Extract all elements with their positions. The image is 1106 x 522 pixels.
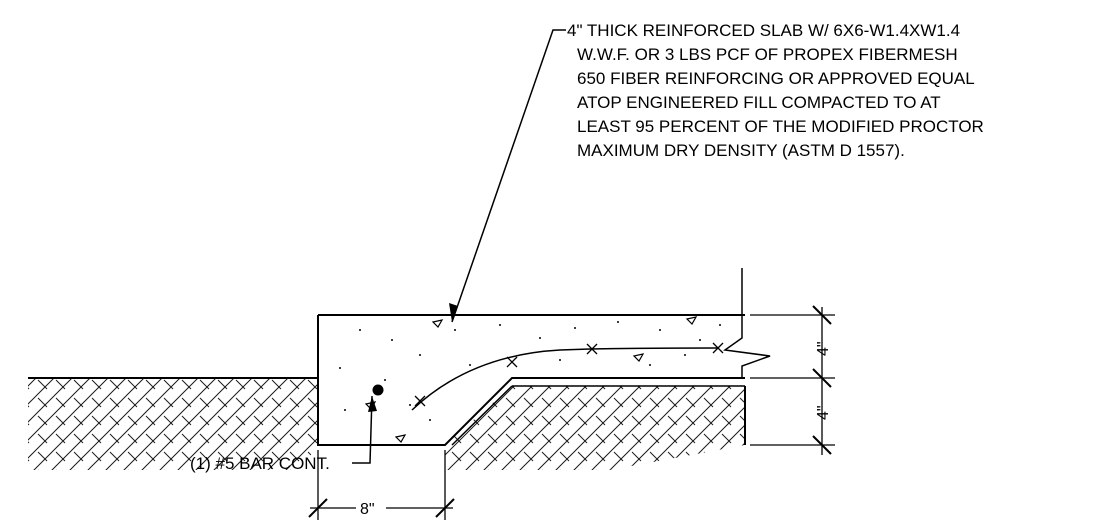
horizontal-dimension [308,450,455,520]
bar-callout-text: (1) #5 BAR CONT. [190,454,330,473]
compacted-fill-earth [445,386,745,470]
existing-grade-earth-left [28,377,318,470]
welded-wire-fabric [411,342,724,411]
slab-thickness-label: 4" [815,341,832,356]
thickened-depth-label: 4" [815,405,832,420]
slab-callout-text: 4" THICK REINFORCED SLAB W/ 6X6-W1.4XW1.… [567,21,989,160]
slab-callout-line: MAXIMUM DRY DENSITY (ASTM D 1557). [577,141,905,160]
slab-callout-leader [449,29,566,323]
slab-callout-line: LEAST 95 PERCENT OF THE MODIFIED PROCTOR [577,117,984,136]
slab-callout-line: ATOP ENGINEERED FILL COMPACTED TO AT [577,93,940,112]
slab-callout-line: 4" THICK REINFORCED SLAB W/ 6X6-W1.4XW1.… [567,21,960,40]
footing-width-label: 8" [360,501,375,518]
concrete-stipple [339,316,721,443]
bar-callout-leader [352,395,377,464]
vertical-dimension [750,305,835,455]
slab-callout-line: W.W.F. OR 3 LBS PCF OF PROPEX FIBERMESH [577,45,958,64]
concrete-slab-outline [317,314,746,446]
break-line [723,268,771,378]
slab-callout-line: 650 FIBER REINFORCING OR APPROVED EQUAL [577,69,974,88]
rebar-5-bar [372,384,384,396]
